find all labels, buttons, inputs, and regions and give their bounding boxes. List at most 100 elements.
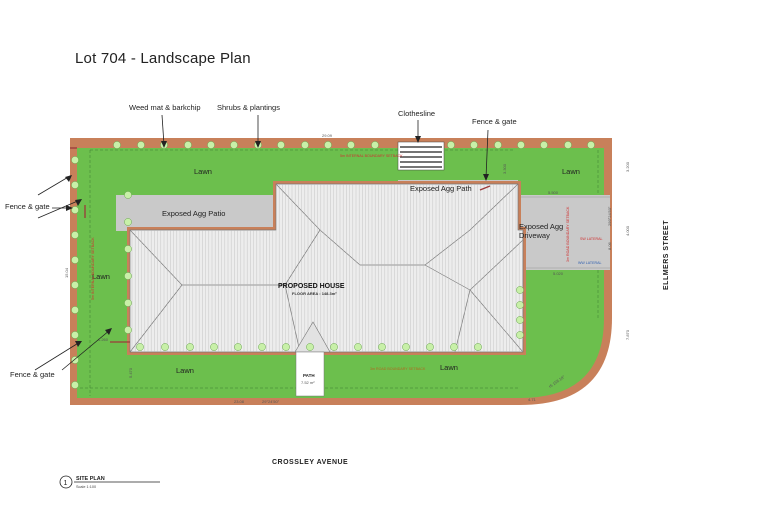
shrub bbox=[124, 245, 132, 253]
callout-shrubs: Shrubs & plantings bbox=[217, 103, 280, 112]
shrub bbox=[402, 343, 410, 351]
setback-road-right: 3m ROAD BOUNDARY SETBACK bbox=[566, 206, 570, 262]
roof-lines bbox=[129, 183, 524, 353]
dim-top: 29.09 bbox=[322, 133, 333, 138]
shrub bbox=[330, 343, 338, 351]
shrub bbox=[426, 343, 434, 351]
dim-left: 15.04 bbox=[64, 267, 69, 278]
shrub bbox=[470, 141, 478, 149]
leader-lines bbox=[34, 114, 489, 371]
shrub bbox=[124, 299, 132, 307]
shrub bbox=[124, 218, 132, 226]
clothesline bbox=[397, 141, 445, 171]
shrub bbox=[450, 343, 458, 351]
front-path bbox=[295, 351, 325, 397]
shrub bbox=[494, 141, 502, 149]
dim-right-top: 3.200 bbox=[625, 161, 630, 172]
patio-area bbox=[116, 195, 276, 231]
area-driveway-line1: Exposed Agg bbox=[519, 222, 563, 231]
setback-internal-top: 5m INTERNAL BOUNDARY SETBACK bbox=[340, 154, 403, 158]
shrub bbox=[258, 343, 266, 351]
fence-gates bbox=[70, 147, 491, 343]
shrub bbox=[354, 343, 362, 351]
house-label: PROPOSED HOUSE bbox=[278, 283, 345, 290]
shrub bbox=[324, 141, 332, 149]
shrub bbox=[306, 343, 314, 351]
callout-fence-gate-top: Fence & gate bbox=[472, 117, 517, 126]
dim-offset-top: 3.300 bbox=[502, 163, 507, 174]
legend-title: SITE PLAN bbox=[76, 476, 105, 482]
area-lawn-top: Lawn bbox=[194, 167, 212, 176]
area-lawn-bottom-left: Lawn bbox=[176, 366, 194, 375]
area-lawn-bottom-right: Lawn bbox=[440, 363, 458, 372]
shrub bbox=[587, 141, 595, 149]
callout-fence-gate-left-lower: Fence & gate bbox=[10, 370, 55, 379]
shrub bbox=[124, 272, 132, 280]
dim-left-lower: 1.260 bbox=[98, 337, 109, 342]
shrub-plantings bbox=[71, 141, 595, 389]
shrub bbox=[113, 141, 121, 149]
site-plan-legend: 1 SITE PLAN Scale 1:100 bbox=[59, 475, 160, 489]
area-driveway-line2: Driveway bbox=[519, 231, 550, 240]
dim-right-mid: 4.000 bbox=[625, 225, 630, 236]
shrub bbox=[347, 141, 355, 149]
shrub bbox=[71, 256, 79, 264]
shrub bbox=[71, 206, 79, 214]
dim-drive-bottom: 5.020 bbox=[553, 271, 564, 276]
shrub bbox=[184, 141, 192, 149]
shrub bbox=[137, 141, 145, 149]
dim-corner: 4.71 bbox=[528, 397, 537, 402]
shrub bbox=[564, 141, 572, 149]
shrub bbox=[516, 286, 524, 294]
shrub bbox=[516, 331, 524, 339]
area-patio: Exposed Agg Patio bbox=[162, 209, 225, 218]
shrub bbox=[71, 156, 79, 164]
dim-right-low: 7.870 bbox=[625, 329, 630, 340]
callout-clothesline: Clothesline bbox=[398, 109, 435, 118]
page-title: Lot 704 - Landscape Plan bbox=[75, 50, 251, 67]
shrub bbox=[234, 343, 242, 351]
shrub bbox=[474, 343, 482, 351]
shrub bbox=[516, 316, 524, 324]
arrow-heads bbox=[65, 136, 489, 347]
shrub bbox=[517, 141, 525, 149]
roof-hatching bbox=[131, 184, 523, 352]
dim-bottom-bearing: 29°24'50" bbox=[262, 399, 280, 404]
shrub bbox=[71, 231, 79, 239]
legend-scale: Scale 1:100 bbox=[76, 485, 96, 489]
shrub bbox=[230, 141, 238, 149]
area-front-path-size: 7.52 m² bbox=[301, 380, 315, 385]
shrub bbox=[136, 343, 144, 351]
shrub bbox=[186, 343, 194, 351]
area-lawn-top-right: Lawn bbox=[562, 167, 580, 176]
shrub bbox=[378, 343, 386, 351]
ww-lateral: WW LATERAL bbox=[578, 261, 602, 265]
callout-weed-mat: Weed mat & barkchip bbox=[129, 103, 201, 112]
shrub bbox=[71, 181, 79, 189]
street-ellmers: ELLMERS STREET bbox=[663, 220, 670, 290]
legend-number: 1 bbox=[64, 480, 68, 487]
dim-right-side: 8.06 bbox=[607, 241, 612, 250]
shrub bbox=[71, 381, 79, 389]
area-path-top: Exposed Agg Path bbox=[410, 184, 472, 193]
driveway-area bbox=[515, 195, 610, 270]
area-lawn-left: Lawn bbox=[92, 272, 110, 281]
shrub bbox=[301, 141, 309, 149]
shrub bbox=[516, 301, 524, 309]
shrub bbox=[71, 356, 79, 364]
setback-road-bottom: 3m ROAD BOUNDARY SETBACK bbox=[370, 367, 426, 371]
dim-drive-top: 5.500 bbox=[548, 190, 559, 195]
shrub bbox=[447, 141, 455, 149]
shrub bbox=[124, 191, 132, 199]
shrub bbox=[371, 141, 379, 149]
shrub bbox=[207, 141, 215, 149]
area-front-path: PATH bbox=[303, 373, 315, 378]
shrub bbox=[124, 326, 132, 334]
dim-bottom: 23.08 bbox=[234, 399, 245, 404]
setback-internal-left: 5m INTERNAL BOUNDARY SETBACK bbox=[91, 237, 95, 300]
shrub bbox=[282, 343, 290, 351]
shrub bbox=[71, 281, 79, 289]
shrub bbox=[71, 306, 79, 314]
